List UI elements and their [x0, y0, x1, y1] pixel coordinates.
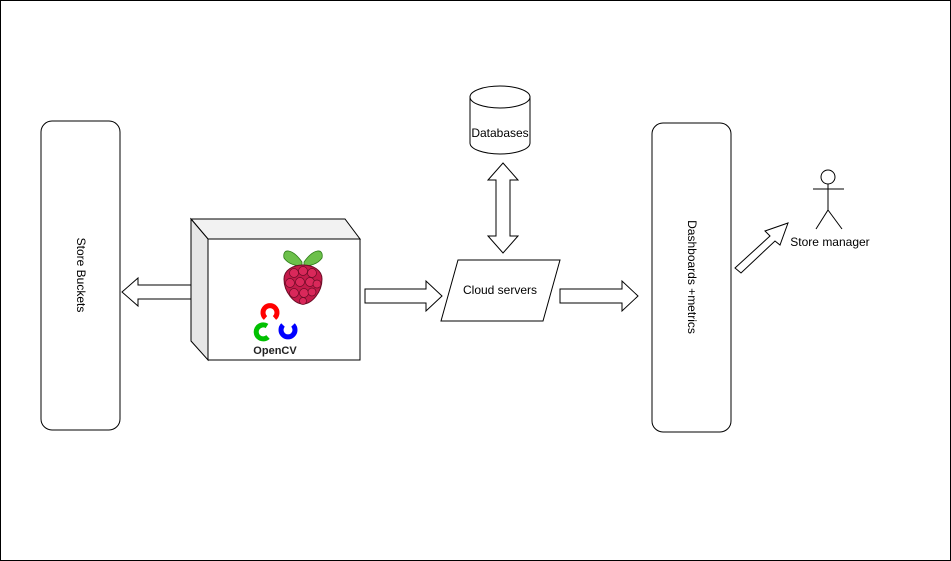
arrow-cloud-to-dashboards — [559, 279, 639, 313]
store-buckets-node[interactable]: Store Buckets — [40, 120, 121, 431]
databases-label: Databases — [471, 126, 528, 140]
device-cube[interactable] — [189, 217, 361, 362]
raspberry-pi-icon — [283, 250, 323, 305]
bidirectional-arrow-cloud-database — [486, 162, 520, 254]
arrow-device-to-cloud — [364, 279, 443, 313]
opencv-logo-text: OpenCV — [253, 345, 297, 357]
databases-node[interactable]: Databases — [469, 85, 531, 155]
stick-figure-icon — [813, 169, 844, 230]
cube-icon — [189, 218, 361, 240]
dashboards-label: Dashboards +metrics — [685, 220, 699, 334]
dashboards-node[interactable]: Dashboards +metrics — [651, 122, 732, 433]
arrow-dashboards-to-manager — [734, 222, 789, 274]
store-buckets-label: Store Buckets — [74, 238, 88, 313]
store-manager-actor[interactable]: Store manager — [790, 169, 870, 249]
cloud-servers-node[interactable]: Cloud servers — [440, 259, 561, 322]
opencv-logo-icon: OpenCV — [253, 303, 298, 357]
store-manager-label: Store manager — [790, 235, 869, 249]
cloud-servers-label: Cloud servers — [463, 283, 537, 297]
